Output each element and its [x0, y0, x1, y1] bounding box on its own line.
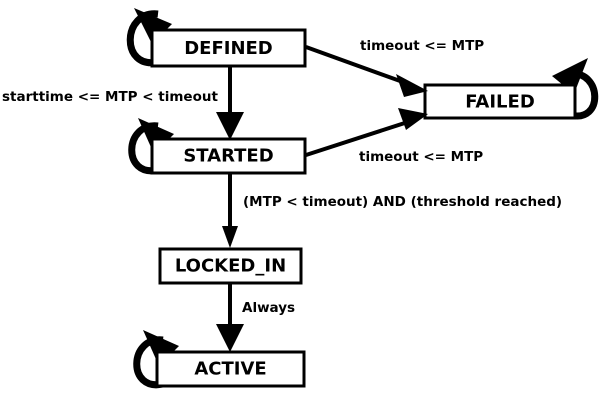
transition-failed-self[interactable] [552, 58, 599, 120]
state-label-defined: DEFINED [184, 38, 273, 59]
defined-to-failed-arrow-head [396, 74, 428, 97]
state-node-locked-in[interactable]: LOCKED_IN [158, 247, 303, 285]
transition-active-self[interactable] [133, 330, 179, 389]
failed-self-arrow-head [552, 58, 588, 94]
edge-label-started-to-failed: timeout <= MTP [359, 149, 483, 165]
transition-started-to-locked-in[interactable] [222, 173, 238, 248]
state-box-started [150, 137, 307, 175]
state-box-locked-in [158, 247, 303, 285]
state-label-failed: FAILED [465, 92, 535, 113]
transition-locked-in-to-active[interactable] [216, 283, 244, 352]
active-self-arrow-head [143, 330, 179, 366]
edge-label-locked-in-to-active: Always [242, 300, 295, 316]
transition-defined-to-failed[interactable] [305, 45, 428, 97]
locked-in-to-active-arrow-head [216, 324, 244, 352]
state-box-active [155, 350, 306, 388]
transition-started-to-failed[interactable] [305, 108, 428, 157]
state-label-locked-in: LOCKED_IN [175, 256, 286, 277]
state-node-defined[interactable]: DEFINED [150, 28, 307, 68]
started-self-arrow-head [138, 118, 174, 154]
state-node-active[interactable]: ACTIVE [155, 350, 306, 388]
edge-label-started-to-locked-in: (MTP < timeout) AND (threshold reached) [243, 194, 562, 210]
state-box-defined [150, 28, 307, 68]
transition-defined-self[interactable] [126, 8, 172, 67]
edge-label-defined-to-started: starttime <= MTP < timeout [2, 89, 218, 105]
defined-to-started-arrow-head [216, 112, 244, 140]
started-to-failed-arrow-head [398, 108, 428, 130]
state-label-active: ACTIVE [194, 359, 266, 380]
edge-label-defined-to-failed: timeout <= MTP [360, 38, 484, 54]
state-node-started[interactable]: STARTED [150, 137, 307, 175]
state-label-started: STARTED [183, 146, 273, 167]
started-to-failed-line [305, 118, 415, 157]
transition-defined-to-started[interactable] [216, 66, 244, 140]
state-box-failed [423, 83, 577, 120]
defined-to-failed-line [305, 45, 415, 88]
transition-started-self[interactable] [128, 118, 174, 175]
defined-self-arrow-head [134, 8, 172, 44]
state-node-failed[interactable]: FAILED [423, 83, 577, 120]
started-to-locked-in-arrow-head [222, 226, 238, 248]
